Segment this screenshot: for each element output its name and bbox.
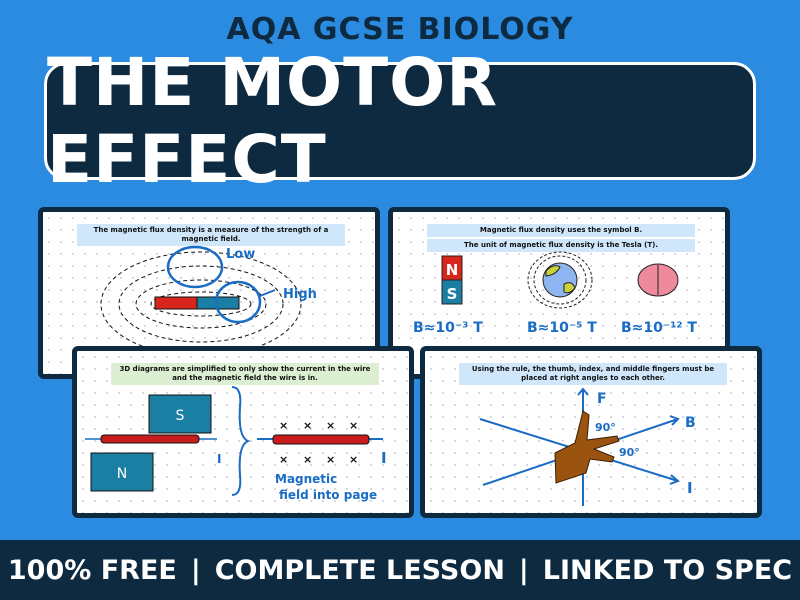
slide-caption-symbol: Magnetic flux density uses the symbol B. bbox=[427, 224, 695, 237]
earth-flux-value: B≈10⁻⁵ T bbox=[527, 320, 597, 336]
svg-text:×: × bbox=[279, 419, 288, 432]
slide-left-hand-rule: Using the rule, the thumb, index, and mi… bbox=[420, 346, 762, 518]
footer-linked-spec: LINKED TO SPEC bbox=[542, 554, 793, 586]
slide-caption: 3D diagrams are simplified to only show … bbox=[111, 363, 379, 385]
magnet-flux-value: B≈10⁻³ T bbox=[413, 320, 483, 336]
page-title: THE MOTOR EFFECT bbox=[47, 44, 499, 198]
magnet-s-label: S bbox=[447, 285, 458, 303]
footer-separator: | bbox=[518, 554, 529, 586]
slide-caption: The magnetic flux density is a measure o… bbox=[77, 224, 345, 246]
slide-caption: Using the rule, the thumb, index, and mi… bbox=[459, 363, 727, 385]
svg-text:×: × bbox=[326, 453, 335, 466]
footer-complete-lesson: COMPLETE LESSON bbox=[214, 554, 505, 586]
flux-examples: N S B≈10⁻³ T B≈10⁻⁵ T B≈10⁻¹² T bbox=[413, 251, 697, 336]
wire bbox=[100, 434, 200, 444]
magnet-s-block bbox=[148, 394, 212, 434]
left-hand-rule-diagram: F B I 90° 90° bbox=[479, 387, 696, 506]
axis-b-label: B bbox=[685, 415, 696, 431]
slide-3d-simplified: 3D diagrams are simplified to only show … bbox=[72, 346, 414, 518]
footer-banner: 100% FREE | COMPLETE LESSON | LINKED TO … bbox=[0, 540, 800, 600]
axis-i-label: I bbox=[687, 479, 693, 497]
title-banner: THE MOTOR EFFECT bbox=[44, 44, 756, 198]
angle-label-1: 90° bbox=[595, 421, 616, 434]
brace bbox=[231, 386, 251, 496]
low-region-circle bbox=[166, 245, 224, 289]
current-label: I bbox=[217, 452, 221, 466]
high-region-circle bbox=[214, 280, 262, 324]
s-label: S bbox=[176, 408, 185, 424]
brain-icon bbox=[637, 263, 679, 297]
high-label: High bbox=[283, 287, 317, 302]
subject-heading: AQA GCSE BIOLOGY bbox=[226, 12, 574, 47]
footer-separator: | bbox=[190, 554, 201, 586]
field-label-line1: Magnetic bbox=[275, 472, 337, 486]
magnet-north-half bbox=[154, 296, 198, 310]
magnet-n-label: N bbox=[446, 261, 459, 279]
angle-label-2: 90° bbox=[619, 446, 640, 459]
footer-free: 100% FREE bbox=[7, 554, 177, 586]
low-label: Low bbox=[226, 247, 255, 262]
slide-flux-density: The magnetic flux density is a measure o… bbox=[38, 207, 380, 379]
field-into-page-crosses: × × × × × × × × bbox=[279, 419, 358, 466]
magnet-south bbox=[441, 279, 463, 305]
left-hand-icon bbox=[554, 410, 620, 484]
earth-icon bbox=[542, 262, 578, 298]
brain-flux-value: B≈10⁻¹² T bbox=[621, 320, 697, 336]
slide-caption-unit: The unit of magnetic flux density is the… bbox=[427, 239, 695, 252]
field-label-line2: field into page bbox=[279, 488, 377, 502]
magnet-n-block bbox=[90, 452, 154, 492]
svg-text:×: × bbox=[326, 419, 335, 432]
svg-text:×: × bbox=[349, 419, 358, 432]
svg-text:×: × bbox=[303, 453, 312, 466]
svg-text:×: × bbox=[303, 419, 312, 432]
simplified-wire bbox=[272, 434, 370, 445]
n-label: N bbox=[117, 466, 127, 482]
axis-f-label: F bbox=[597, 391, 607, 407]
svg-text:×: × bbox=[349, 453, 358, 466]
svg-text:×: × bbox=[279, 453, 288, 466]
wire-in-field-diagram: S N I × × × × × × × × I Magnetic field into pa… bbox=[85, 386, 387, 502]
current-label-simplified: I bbox=[381, 449, 387, 467]
